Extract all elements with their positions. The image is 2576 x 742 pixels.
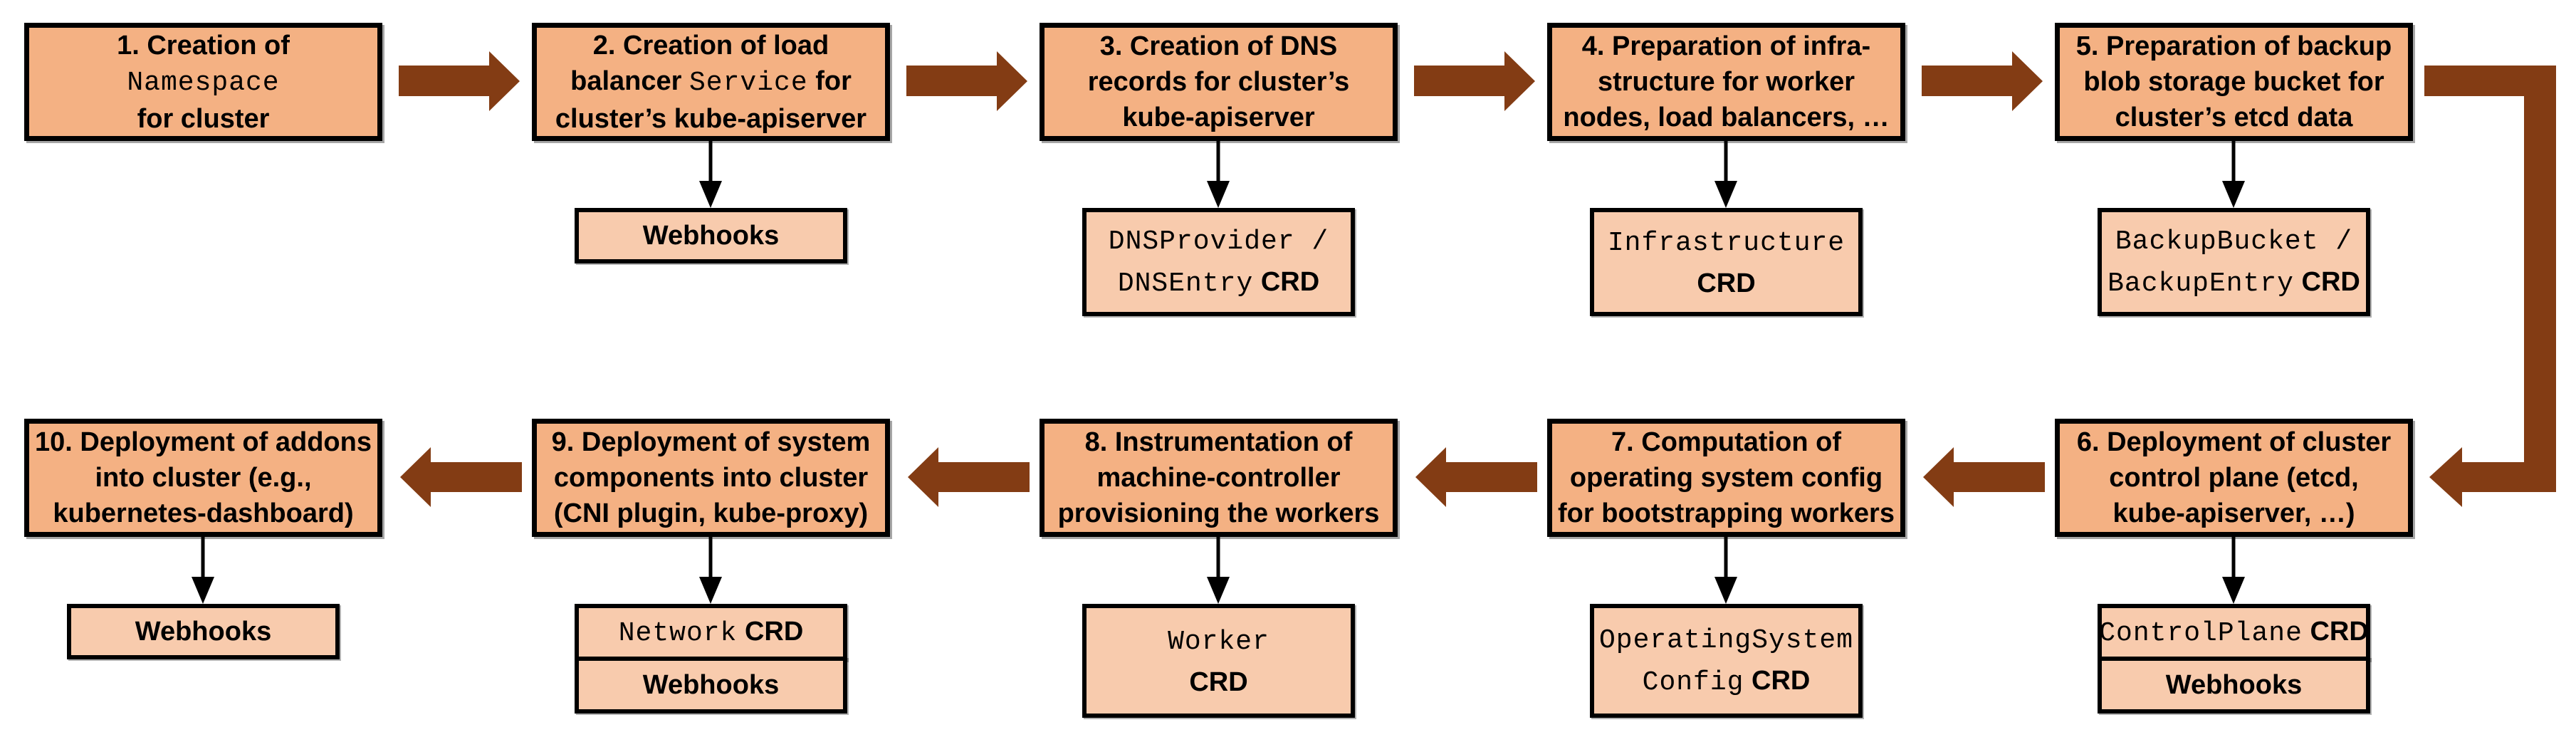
step-4-text: 4. Preparation of infra- — [1581, 31, 1871, 61]
crd-label: CRD — [1189, 667, 1248, 697]
operatingsystemconfig-resource-label: Config — [1642, 667, 1744, 698]
webhooks-label: Webhooks — [2165, 670, 2303, 700]
network-crd-box: Network CRD — [575, 604, 847, 661]
step-10-text: kubernetes-dashboard) — [53, 498, 354, 528]
controlplane-crd-box: ControlPlane CRD — [2098, 604, 2370, 661]
step-5-box: 5. Preparation of backup blob storage bu… — [2055, 23, 2413, 141]
webhooks-box: Webhooks — [67, 604, 340, 659]
step-10-box: 10. Deployment of addons into cluster (e… — [24, 419, 382, 537]
step-4-box: 4. Preparation of infra- structure for w… — [1547, 23, 1905, 141]
network-resource-label: Network — [618, 617, 738, 649]
step-4-text: structure for worker — [1597, 67, 1855, 97]
flow-arrow-right-icon — [906, 51, 1027, 111]
step-9-text: (CNI plugin, kube-proxy) — [553, 498, 869, 528]
down-arrow-icon — [1714, 181, 1737, 208]
step-2-text: cluster’s kube-apiserver — [555, 103, 867, 134]
webhooks-box: Webhooks — [2098, 657, 2370, 714]
down-arrow-icon — [2222, 181, 2245, 208]
step-6-box: 6. Deployment of cluster control plane (… — [2055, 419, 2413, 537]
down-arrow-icon — [1207, 181, 1230, 208]
down-arrow-icon — [1714, 577, 1737, 604]
infrastructure-resource-label: Infrastructure — [1607, 227, 1845, 258]
dnsprovider-resource-label: DNSProvider / — [1108, 226, 1329, 257]
step-2-box: 2. Creation of load balancer Service for… — [532, 23, 890, 141]
flow-arrow-left-icon — [908, 447, 1030, 507]
service-resource-label: Service — [689, 67, 808, 98]
step-7-text: 7. Computation of — [1611, 427, 1841, 457]
step-6-text: control plane (etcd, — [2109, 463, 2359, 493]
webhooks-label: Webhooks — [135, 617, 272, 647]
down-arrow-icon — [699, 181, 722, 208]
step-2-text: for — [815, 66, 852, 96]
step-9-text: 9. Deployment of system — [551, 427, 871, 457]
operatingsystemconfig-crd-box: OperatingSystem Config CRD — [1590, 604, 1863, 718]
worker-crd-box: Worker CRD — [1082, 604, 1355, 718]
flow-arrow-left-icon — [1923, 447, 2045, 507]
step-3-text: kube-apiserver — [1122, 103, 1315, 132]
step-5-text: 5. Preparation of backup — [2075, 31, 2392, 61]
step-2-text: 2. Creation of load — [592, 30, 829, 61]
backup-crd-box: BackupBucket / BackupEntry CRD — [2098, 208, 2370, 316]
dnsentry-resource-label: DNSEntry — [1117, 268, 1254, 299]
down-arrow-icon — [192, 577, 214, 604]
flow-arrow-right-icon — [399, 51, 520, 111]
step-8-text: machine-controller — [1096, 463, 1341, 493]
step-2-text: balancer — [570, 66, 682, 96]
step-8-text: 8. Instrumentation of — [1084, 427, 1353, 457]
backupbucket-resource-label: BackupBucket / — [2115, 226, 2353, 257]
flow-arrow-left-icon — [400, 447, 522, 507]
down-arrow-icon — [699, 577, 722, 604]
step-1-text: 1. Creation of — [117, 30, 290, 61]
step-9-text: components into cluster — [553, 463, 869, 493]
dns-crd-box: DNSProvider / DNSEntry CRD — [1082, 208, 1355, 316]
step-7-text: for bootstrapping workers — [1558, 498, 1895, 528]
step-7-text: operating system config — [1569, 463, 1883, 493]
step-8-box: 8. Instrumentation of machine-controller… — [1040, 419, 1398, 537]
step-3-text: 3. Creation of DNS — [1099, 31, 1338, 61]
step-5-text: blob storage bucket for — [2083, 67, 2384, 97]
crd-label: CRD — [1260, 267, 1320, 297]
webhooks-label: Webhooks — [642, 221, 780, 251]
crd-label: CRD — [1697, 268, 1756, 298]
step-1-box: 1. Creation of Namespace for cluster — [24, 23, 382, 141]
namespace-resource-label: Namespace — [127, 67, 280, 98]
flow-arrow-left-icon — [1415, 447, 1537, 507]
step-10-text: into cluster (e.g., — [95, 463, 312, 493]
down-arrow-icon — [2222, 577, 2245, 604]
crd-label: CRD — [744, 616, 804, 647]
worker-resource-label: Worker — [1168, 626, 1269, 657]
flow-arrow-right-icon — [1922, 51, 2043, 111]
step-9-box: 9. Deployment of system components into … — [532, 419, 890, 537]
webhooks-box: Webhooks — [575, 657, 847, 714]
webhooks-label: Webhooks — [642, 670, 780, 700]
infrastructure-crd-box: Infrastructure CRD — [1590, 208, 1863, 316]
flow-arrow-right-icon — [1414, 51, 1535, 111]
down-arrow-icon — [1207, 577, 1230, 604]
backupentry-resource-label: BackupEntry — [2108, 268, 2294, 299]
controlplane-resource-label: ControlPlane — [2099, 617, 2303, 649]
step-10-text: 10. Deployment of addons — [35, 427, 372, 457]
step-3-text: records for cluster’s — [1087, 67, 1350, 97]
step-3-box: 3. Creation of DNS records for cluster’s… — [1040, 23, 1398, 141]
step-4-text: nodes, load balancers, … — [1563, 103, 1890, 132]
step-8-text: provisioning the workers — [1057, 498, 1380, 528]
crd-label: CRD — [1752, 666, 1811, 696]
crd-label: CRD — [2301, 267, 2360, 297]
operatingsystemconfig-resource-label: OperatingSystem — [1598, 625, 1854, 656]
step-6-text: 6. Deployment of cluster — [2076, 427, 2392, 457]
crd-label: CRD — [2310, 616, 2369, 647]
step-1-text: for cluster — [137, 103, 270, 134]
webhooks-box: Webhooks — [575, 208, 847, 263]
step-6-text: kube-apiserver, …) — [2112, 498, 2355, 528]
step-5-text: cluster’s etcd data — [2115, 103, 2353, 132]
step-7-box: 7. Computation of operating system confi… — [1547, 419, 1905, 537]
flow-elbow-arrow-icon — [2424, 66, 2556, 507]
